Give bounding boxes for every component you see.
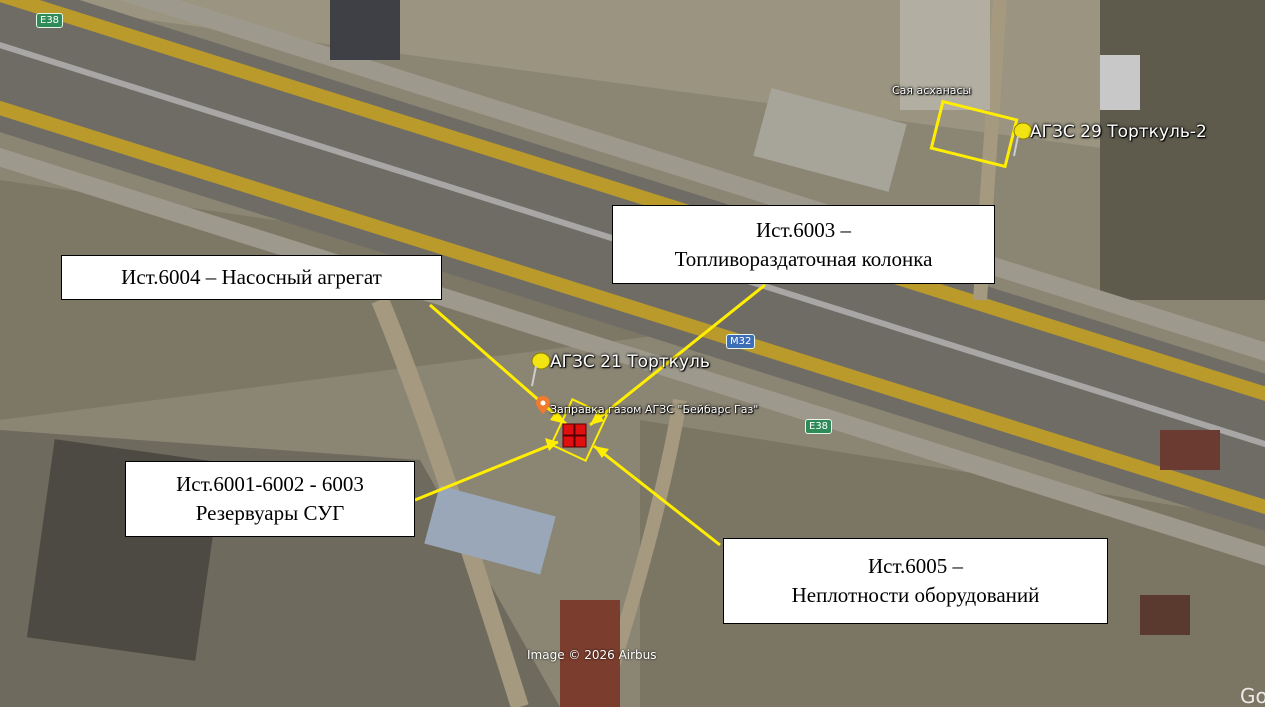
callout-lpg-tanks: Ист.6001-6002 - 6003 Резервуары СУГ: [125, 461, 415, 537]
arrowhead: [550, 410, 566, 424]
road-shield-e38: E38: [36, 13, 64, 28]
callout-equipment-leaks: Ист.6005 – Неплотности оборудований: [723, 538, 1108, 624]
callout-pump-unit: Ист.6004 – Насосный агрегат: [61, 255, 442, 300]
road-shield-m32: M32: [726, 334, 756, 349]
callout-text: Топливораздаточная колонка: [674, 246, 933, 271]
callout-text: Ист.6004 – Насосный агрегат: [121, 265, 382, 289]
callout-text: Неплотности оборудований: [791, 583, 1040, 607]
pushpin-icon[interactable]: [1010, 122, 1036, 158]
place-label-station-21[interactable]: АГЗС 21 Торткуль: [550, 352, 710, 372]
imagery-attribution: Image © 2026 Airbus: [527, 648, 657, 662]
road-shield-e38: E38: [805, 419, 833, 434]
place-marker-icon[interactable]: [536, 396, 550, 414]
map-logo: Go: [1240, 684, 1265, 707]
callout-text: Ист.6003 –: [755, 217, 852, 242]
place-label-sai[interactable]: Сая асханасы: [892, 84, 972, 97]
place-label-station-29[interactable]: АГЗС 29 Торткуль-2: [1030, 122, 1207, 142]
callout-text: Ист.6005 –: [867, 554, 964, 578]
source-markers: [562, 423, 587, 448]
pushpin-icon[interactable]: [528, 352, 554, 388]
callout-text: Ист.6001-6002 - 6003: [176, 472, 364, 496]
callout-text: Резервуары СУГ: [195, 501, 345, 525]
place-label-refueling[interactable]: Заправка газом АГЗС "Бейбарс Газ": [550, 403, 759, 416]
callout-fuel-dispenser: Ист.6003 – Топливораздаточная колонка: [612, 205, 995, 284]
